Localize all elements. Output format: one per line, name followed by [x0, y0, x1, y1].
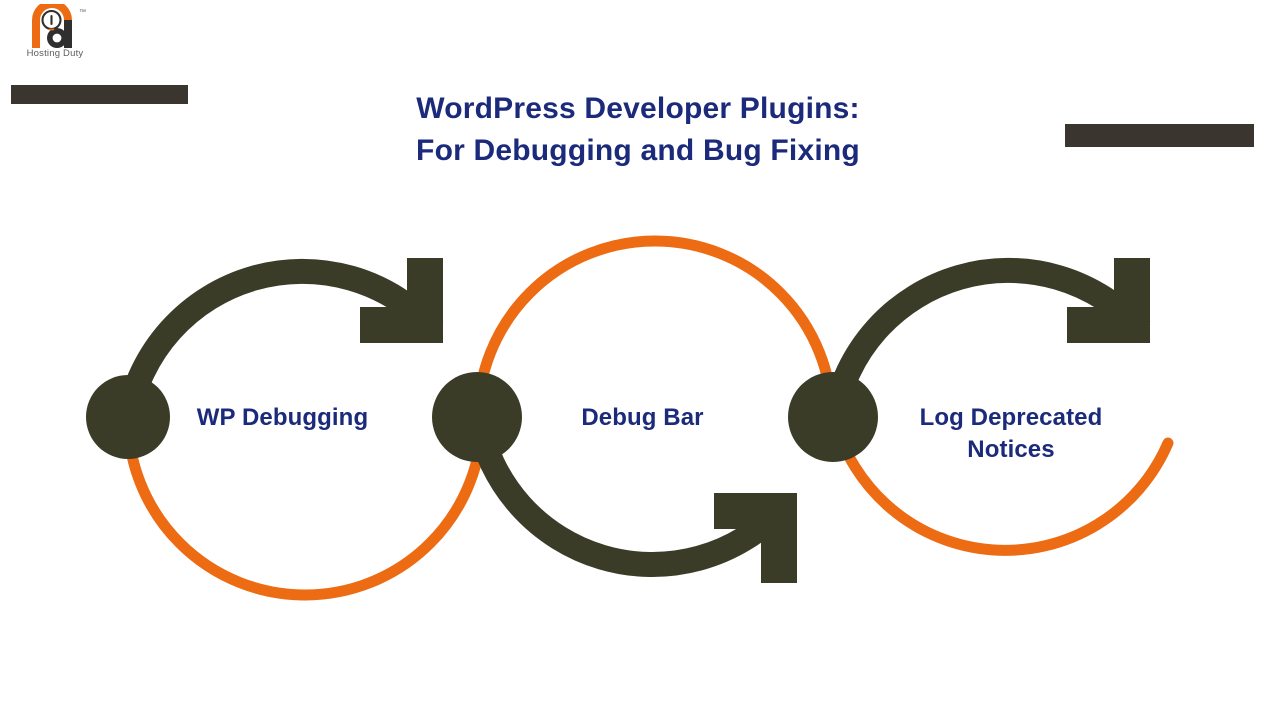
- cycle-loop-wp-debugging: [86, 258, 488, 601]
- node-label-log-deprecated-notices: Log Deprecated Notices: [919, 404, 1103, 463]
- arc-dark-top: [115, 258, 444, 421]
- node-dot[interactable]: [86, 375, 170, 459]
- node-label-debug-bar: Debug Bar: [581, 404, 704, 431]
- page-title-line-2: For Debugging and Bug Fixing: [416, 134, 860, 168]
- page-title-line-1: WordPress Developer Plugins:: [416, 92, 860, 126]
- decorative-bar-left: [11, 85, 188, 104]
- hd-logo-icon: ™: [32, 4, 86, 48]
- arrowhead-icon: [1114, 258, 1150, 343]
- page-title: WordPress Developer Plugins: For Debuggi…: [328, 88, 948, 172]
- arc-dark-bottom: [465, 415, 792, 577]
- decorative-bar-right: [1065, 124, 1254, 147]
- trademark-glyph: ™: [79, 9, 86, 16]
- arc-orange-bottom: [122, 412, 488, 601]
- arc-orange-top: [472, 235, 838, 424]
- arrowhead-icon: [761, 493, 797, 583]
- hosting-duty-logo[interactable]: ™ Hosting Duty: [14, 4, 96, 64]
- node-label-wp-debugging: WP Debugging: [196, 404, 369, 431]
- cycle-loop-debug-bar: [432, 235, 838, 583]
- arc-orange-bottom: [828, 412, 1174, 556]
- node-dot[interactable]: [432, 372, 522, 462]
- cycle-loop-log-deprecated-notices: [788, 257, 1174, 556]
- node-dot[interactable]: [788, 372, 878, 462]
- arc-dark-top: [821, 257, 1151, 421]
- logo-wordmark: Hosting Duty: [26, 48, 84, 59]
- arrowhead-icon: [407, 258, 443, 343]
